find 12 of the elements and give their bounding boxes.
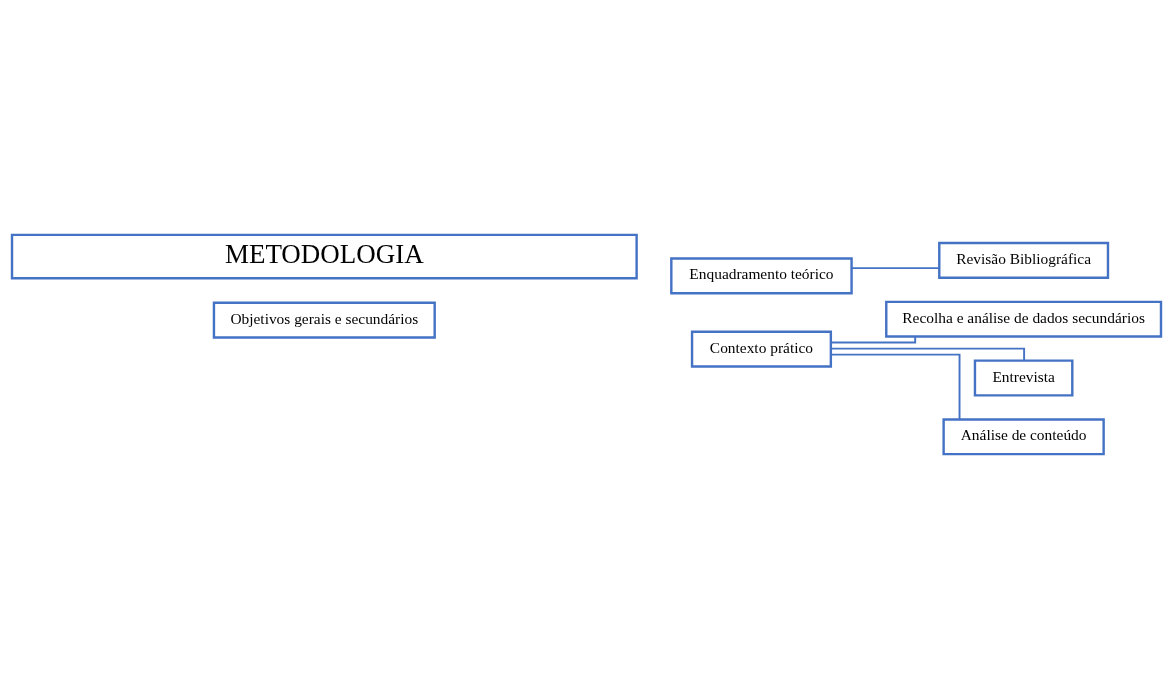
node-box: METODOLOGIA [10,233,638,280]
node-box: Análise de conteúdo [942,418,1105,456]
node-box: Contexto prático [690,330,833,368]
node-box: Objetivos gerais e secundários [212,301,436,339]
node-box: Revisão Bibliográfica [938,241,1110,279]
node-box: Enquadramento teórico [670,257,853,295]
connector [830,353,961,421]
node-box: Entrevista [973,359,1074,397]
connector [830,335,917,344]
connector [850,267,940,270]
node-box: Recolha e análise de dados secundários [885,300,1163,338]
connector [830,347,1026,362]
